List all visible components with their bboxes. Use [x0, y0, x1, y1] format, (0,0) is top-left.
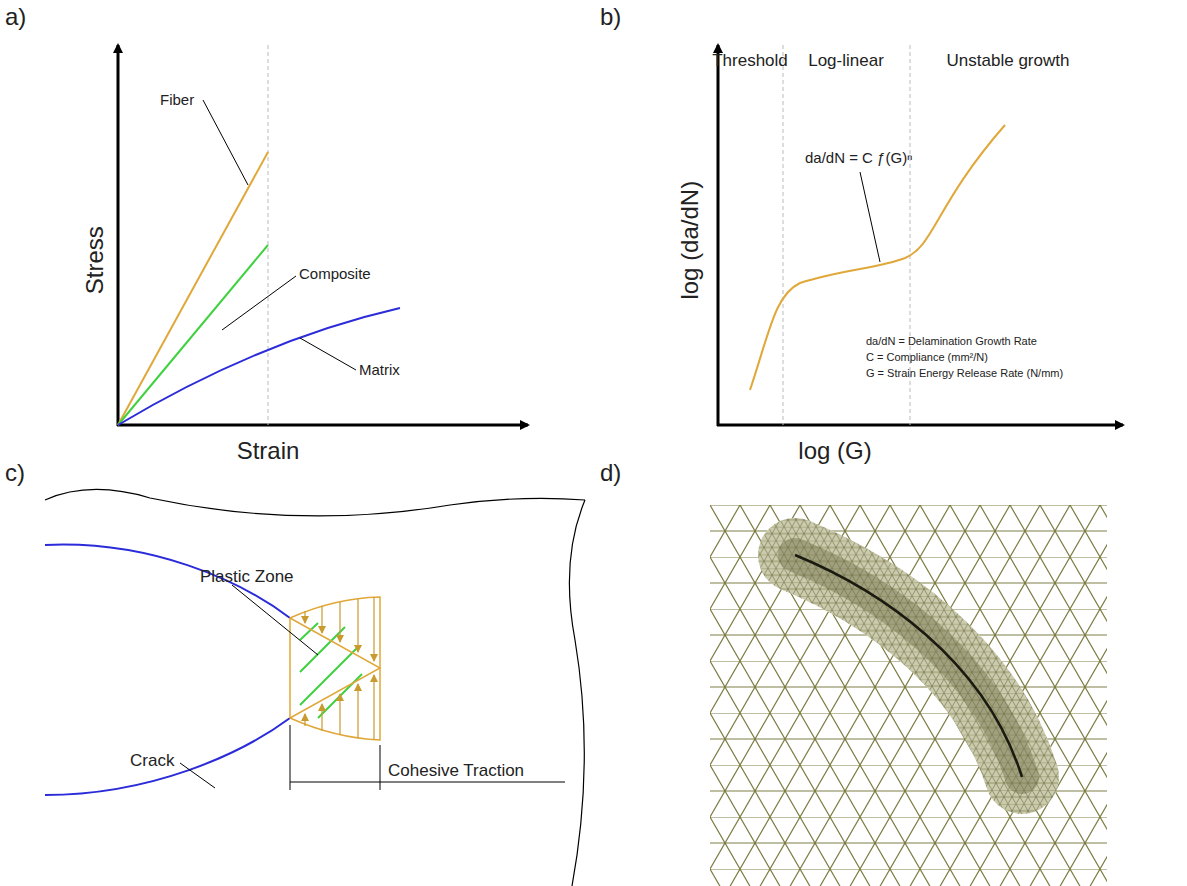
region-label: Log-linear — [808, 52, 884, 71]
panel-letter: c) — [5, 460, 25, 486]
stress-strain-plot — [117, 45, 528, 426]
curve-label: Matrix — [359, 362, 400, 379]
panel-letter: d) — [600, 460, 621, 486]
adaptive-mesh — [710, 505, 1107, 886]
note-text: da/dN = Delamination Growth Rate — [866, 335, 1037, 347]
fatigue-growth-plot — [717, 45, 1123, 426]
callout-label: Crack — [130, 752, 174, 771]
axis-title: log (G) — [798, 438, 871, 464]
panel-letter: b) — [600, 4, 621, 30]
note-text: C = Compliance (mm²/N) — [866, 351, 988, 363]
callout-label: Plastic Zone — [200, 568, 294, 587]
panel-letter: a) — [5, 4, 26, 30]
dimension-label: Cohesive Traction — [388, 762, 524, 781]
axis-title: Stress — [82, 226, 108, 294]
curve-label: Composite — [299, 266, 371, 283]
region-label: Threshold — [712, 52, 788, 71]
equation-label: da/dN = C ƒ(G)ⁿ — [805, 150, 913, 167]
axis-title: log (da/dN) — [677, 181, 703, 300]
axis-title: Strain — [237, 438, 300, 464]
note-text: G = Strain Energy Release Rate (N/mm) — [866, 367, 1063, 379]
region-label: Unstable growth — [947, 52, 1070, 71]
cohesive-zone-sketch — [45, 489, 585, 886]
curve-label: Fiber — [160, 92, 194, 109]
